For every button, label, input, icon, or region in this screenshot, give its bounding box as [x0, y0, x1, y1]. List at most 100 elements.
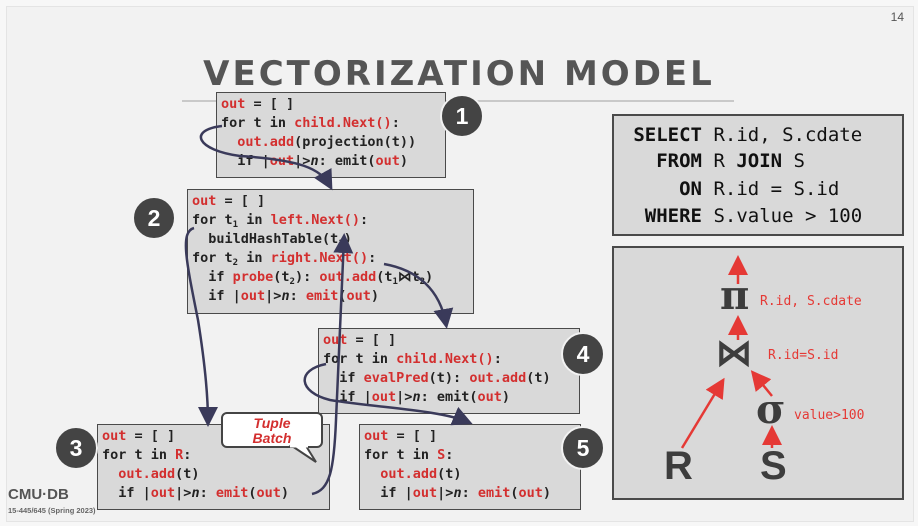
operator-1-projection-code: out = [ ]for t in child.Next(): out.add(… [216, 92, 446, 178]
code-token: = [ ] [347, 332, 397, 348]
code-token: R [175, 447, 184, 463]
code-token: |> [175, 485, 192, 501]
code-token: ) [425, 269, 434, 285]
sql-query-box: SELECT R.id, S.cdate FROM R JOIN S ON R.… [612, 114, 904, 236]
code-token: out [102, 428, 127, 444]
code-token: : emit( [318, 153, 376, 169]
code-token: ) [542, 485, 552, 501]
code-line: out.add(t) [364, 465, 580, 484]
code-line: for t in S: [364, 446, 580, 465]
code-token: out [323, 332, 348, 348]
code-token: = [ ] [126, 428, 176, 444]
code-token: ) [370, 288, 380, 304]
code-token: for t in [102, 447, 176, 463]
sql-select-list: R.id, S.cdate [713, 124, 863, 146]
code-token: probe [232, 269, 274, 285]
code-token: |> [437, 485, 454, 501]
code-token: left.Next() [270, 212, 360, 228]
query-plan-edges [680, 255, 782, 449]
sql-from-keyword: FROM [656, 150, 702, 172]
code-token: (projection(t)) [294, 134, 417, 150]
sql-join-condition: R.id = S.id [713, 178, 840, 200]
tuple-batch-callout: Tuple Batch [221, 412, 323, 448]
code-token: ): [294, 269, 320, 285]
code-token: out [364, 428, 389, 444]
callout-line-1: Tuple [253, 415, 291, 431]
code-token: n [412, 389, 421, 405]
code-token: buildHashTable(t [192, 231, 339, 247]
code-line: for t in child.Next(): [221, 114, 445, 133]
table-s-node: S [760, 444, 787, 488]
code-token: in [238, 212, 271, 228]
code-token: emit [477, 485, 511, 501]
code-token: : [199, 485, 216, 501]
code-token: out [221, 96, 246, 112]
code-token: out [256, 485, 281, 501]
code-token: emit [305, 288, 339, 304]
code-token: = [ ] [245, 96, 295, 112]
code-line: if evalPred(t): out.add(t) [323, 369, 579, 388]
code-token: if [323, 370, 364, 386]
selection-label: value>100 [794, 408, 865, 423]
code-line: out.add(t) [102, 465, 329, 484]
code-token: : [461, 485, 478, 501]
selection-symbol: σ [756, 386, 786, 433]
flow-arrow-2-to-3 [184, 226, 218, 427]
code-token: child.Next() [294, 115, 392, 131]
code-token: n [310, 153, 319, 169]
code-token: n [191, 485, 200, 501]
code-token: out [477, 389, 502, 405]
code-token: 2 [232, 258, 239, 268]
code-token: out.add [469, 370, 527, 386]
code-token: if | [192, 288, 241, 304]
code-line: for t in child.Next(): [323, 350, 579, 369]
callout-line-2: Batch [252, 430, 292, 446]
code-token: out [192, 193, 217, 209]
code-token: out.add [237, 134, 295, 150]
code-token: = [ ] [388, 428, 438, 444]
code-token: : emit( [420, 389, 478, 405]
sql-from-table-2: S [782, 150, 805, 172]
code-token: evalPred [363, 370, 429, 386]
code-line: for t in R: [102, 446, 329, 465]
code-token: (t) [437, 466, 462, 482]
code-token: = [ ] [216, 193, 266, 209]
code-line: if |out|>n: emit(out) [323, 388, 579, 407]
code-token: out [240, 288, 266, 304]
code-token: ( [510, 485, 519, 501]
operator-number-badge-4: 4 [561, 332, 605, 376]
code-token: out [346, 288, 371, 304]
code-token: out [375, 153, 400, 169]
sql-from-table-1: R [713, 150, 737, 172]
code-token: for t in [323, 351, 397, 367]
code-token: (t) [526, 370, 551, 386]
operator-number-badge-2: 2 [132, 196, 176, 240]
code-token: ) [501, 389, 511, 405]
code-token: S [437, 447, 446, 463]
operator-3-scan-r-code: out = [ ]for t in R: out.add(t) if |out|… [97, 424, 330, 510]
code-token: : [445, 447, 454, 463]
code-token: : [391, 115, 400, 131]
code-token: n [453, 485, 462, 501]
code-token: for t [192, 250, 233, 266]
code-token: out [518, 485, 543, 501]
slide-number: 14 [890, 10, 904, 24]
operator-number-badge-1: 1 [440, 94, 484, 138]
code-token: 2 [289, 277, 295, 287]
code-token: ) [399, 153, 409, 169]
code-token: ( [248, 485, 257, 501]
join-symbol: ⋈ [716, 332, 752, 374]
code-token: |> [396, 389, 413, 405]
code-token: |> [265, 288, 282, 304]
code-line: if |out|>n: emit(out) [364, 484, 580, 503]
code-line: if probe(t2): out.add(t1⋈t2) [192, 268, 473, 287]
code-line: out = [ ] [102, 427, 329, 446]
table-r-node: R [664, 444, 693, 488]
code-token: out.add [319, 269, 377, 285]
flow-arrow-1-to-2 [199, 124, 333, 191]
code-line: out = [ ] [221, 95, 445, 114]
code-token: out [412, 485, 438, 501]
join-label: R.id=S.id [768, 348, 839, 363]
